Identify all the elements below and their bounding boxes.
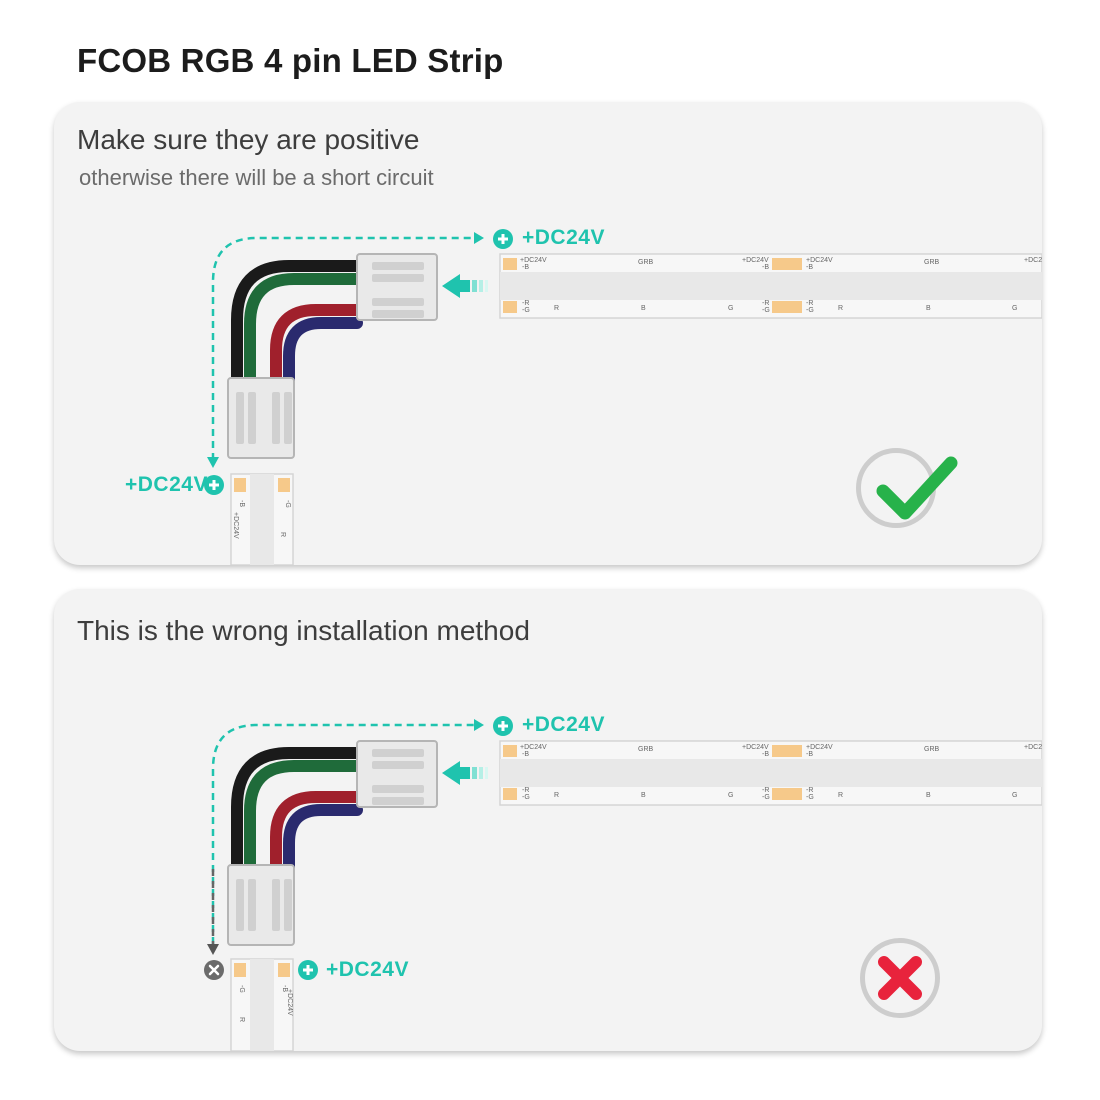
positive-pin-label-top: +DC24V: [522, 713, 605, 736]
strip-markings: +DC24V -B -R -G R GRB B G +DC24V -B -R -…: [520, 744, 1042, 801]
strip-mark-b-channel: B: [926, 792, 931, 799]
strip-mark-b: -B: [238, 500, 245, 507]
strip-mark-b: -B: [806, 751, 813, 758]
strip-mark-b: -B: [762, 751, 769, 758]
strip-mark-r: -R: [522, 787, 529, 794]
check-badge: [856, 448, 958, 528]
strip-mark-dc: +DC24V: [742, 744, 769, 751]
strip-mark-g: -G: [238, 985, 245, 993]
strip-mark-b-channel: B: [641, 305, 646, 312]
strip-mark-dc: +DC24V: [806, 257, 833, 264]
strip-mark-g: -G: [522, 307, 530, 314]
page-title: FCOB RGB 4 pin LED Strip: [77, 42, 504, 79]
correct-installation-panel: Make sure they are positive otherwise th…: [54, 102, 1042, 565]
connector-diagram: +DC24V -B -R -G R GRB B G +DC24V -B -R -…: [204, 716, 1042, 1051]
cross-badge: [860, 938, 940, 1018]
panel-heading: Make sure they are positive: [77, 124, 420, 155]
strip-mark-g-channel: G: [728, 305, 733, 312]
strip-mark-r: -R: [806, 787, 813, 794]
strip-mark-r: -R: [806, 300, 813, 307]
vertical-clip-connector: [227, 864, 295, 946]
panel-heading: This is the wrong installation method: [77, 615, 530, 646]
panel-subheading: otherwise there will be a short circuit: [79, 165, 434, 190]
led-strip-horizontal: [499, 740, 1042, 806]
strip-mark-g: -G: [284, 500, 291, 508]
strip-mark-b-channel: B: [641, 792, 646, 799]
strip-mark-dc: +DC24V: [1024, 257, 1042, 264]
arrowhead-right: [474, 719, 484, 731]
cross-icon: [878, 956, 922, 1000]
strip-markings: +DC24V -B -R -G R GRB B G +DC24V -B -R -…: [520, 257, 1042, 314]
plus-circle-icon: [298, 960, 318, 980]
strip-mark-b: -B: [522, 264, 529, 271]
polarity-guide-arrow: [211, 723, 474, 944]
plus-circle-icon: [204, 475, 224, 495]
led-strip-vertical: [230, 958, 294, 1051]
strip-mark-dc: +DC24V: [232, 512, 239, 539]
strip-mark-b-channel: B: [926, 305, 931, 312]
led-strip-vertical: [230, 473, 294, 565]
strip-mark-r-channel: R: [838, 305, 843, 312]
arrowhead-down: [207, 457, 219, 468]
strip-mark-g-channel: G: [1012, 792, 1017, 799]
insert-arrow: [442, 274, 488, 298]
strip-mark-r: -R: [522, 300, 529, 307]
led-strip-horizontal: [499, 253, 1042, 319]
strip-mark-g-channel: G: [1012, 305, 1017, 312]
strip-mark-g: -G: [762, 307, 770, 314]
strip-mark-r: -R: [762, 787, 769, 794]
wire-bundle: [231, 747, 363, 873]
x-circle-icon: [204, 960, 224, 980]
strip-mark-g-channel: G: [728, 792, 733, 799]
horizontal-clip-connector: [356, 253, 438, 321]
strip-mark-b: -B: [522, 751, 529, 758]
strip-mark-dc: +DC24V: [286, 989, 293, 1016]
strip-mark-grb: GRB: [638, 746, 654, 753]
insert-arrow: [442, 761, 488, 785]
strip-mark-r-channel: R: [838, 792, 843, 799]
strip-mark-b: -B: [806, 264, 813, 271]
strip-mark-g: -G: [762, 794, 770, 801]
strip-mark-r: -R: [762, 300, 769, 307]
strip-mark-grb: GRB: [924, 259, 940, 266]
strip-mark-dc: +DC24V: [806, 744, 833, 751]
check-icon: [876, 456, 958, 520]
strip-mark-dc: +DC24V: [520, 257, 547, 264]
connector-diagram: +DC24V -B -R -G R GRB B G +DC24V -B -R -…: [204, 229, 1042, 565]
strip-mark-r-channel: R: [238, 1017, 245, 1022]
strip-mark-b: -B: [762, 264, 769, 271]
strip-mark-r-channel: R: [279, 532, 286, 537]
positive-pin-label-top: +DC24V: [522, 226, 605, 249]
strip-mark-dc: +DC24V: [742, 257, 769, 264]
vertical-clip-connector: [227, 377, 295, 459]
wire-bundle: [231, 260, 363, 386]
plus-circle-icon: [493, 716, 513, 736]
strip-mark-dc: +DC24V: [1024, 744, 1042, 751]
strip-mark-b: -B: [281, 985, 288, 992]
strip-mark-dc: +DC24V: [520, 744, 547, 751]
strip-mark-grb: GRB: [924, 746, 940, 753]
strip-mark-r-channel: R: [554, 792, 559, 799]
positive-pin-label-bottom: +DC24V: [326, 958, 409, 981]
plus-circle-icon: [493, 229, 513, 249]
strip-mark-g: -G: [522, 794, 530, 801]
arrowhead-right: [474, 232, 484, 244]
arrowhead-down: [207, 944, 219, 955]
strip-mark-r-channel: R: [554, 305, 559, 312]
wrong-installation-panel: This is the wrong installation method: [54, 589, 1042, 1051]
strip-mark-g: -G: [806, 307, 814, 314]
horizontal-clip-connector: [356, 740, 438, 808]
strip-mark-grb: GRB: [638, 259, 654, 266]
positive-pin-label-bottom: +DC24V: [125, 473, 208, 496]
strip-mark-g: -G: [806, 794, 814, 801]
